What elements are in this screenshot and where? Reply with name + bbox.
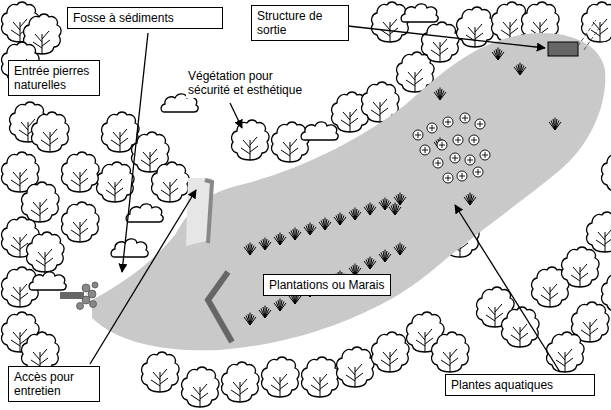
inlet-pipe	[60, 292, 84, 299]
marsh-label-box: Plantations ou Marais	[263, 274, 391, 296]
tree	[222, 362, 259, 402]
access-label-box: Accès pour entretien	[8, 366, 100, 402]
bush	[111, 239, 148, 257]
vegetation-label: Végétation pour sécurité et esthétique	[186, 68, 306, 98]
tree	[432, 332, 469, 372]
inlet-label-box: Entrée pierres naturelles	[8, 60, 100, 96]
tree	[62, 152, 99, 192]
tree	[562, 247, 599, 287]
tree	[582, 2, 611, 42]
tree	[457, 7, 494, 47]
label-text: Entrée pierres naturelles	[14, 64, 94, 92]
bush	[126, 204, 163, 222]
tree	[602, 272, 611, 312]
aquatic-plants	[413, 113, 490, 183]
tree	[372, 332, 409, 372]
tree	[262, 357, 299, 397]
label-text: Plantations ou Marais	[269, 278, 385, 292]
tree	[22, 182, 59, 222]
bush	[401, 4, 438, 22]
tree	[502, 307, 539, 347]
tree	[97, 162, 134, 202]
label-text: Accès pour entretien	[14, 370, 94, 398]
tree	[142, 352, 179, 392]
tree	[547, 332, 584, 372]
tree	[152, 162, 189, 202]
inlet-stones	[77, 282, 99, 310]
tree	[602, 152, 611, 192]
label-text: Structure de sortie	[257, 9, 343, 37]
tree	[337, 347, 374, 387]
tree	[302, 357, 339, 397]
outlet-label-box: Structure de sortie	[251, 5, 349, 41]
label-text: Fosse à sédiments	[73, 11, 217, 25]
bush	[29, 272, 66, 290]
label-text: Plantes aquatiques	[451, 378, 589, 392]
forebay-berm	[208, 272, 232, 342]
pond-water	[92, 33, 605, 350]
forebay-edge	[205, 180, 212, 243]
forebay-label-box: Fosse à sédiments	[67, 7, 223, 29]
tree	[62, 202, 99, 242]
tree	[587, 212, 611, 252]
tree	[272, 122, 309, 162]
tree	[182, 367, 219, 407]
tree	[232, 120, 269, 160]
tree	[27, 232, 64, 272]
tree	[32, 112, 69, 152]
outlet-structure	[548, 20, 602, 56]
access-path	[186, 178, 212, 246]
leader-lines	[90, 26, 560, 372]
bush	[301, 122, 338, 140]
tree	[422, 22, 459, 62]
aquatic-label-box: Plantes aquatiques	[445, 374, 595, 396]
